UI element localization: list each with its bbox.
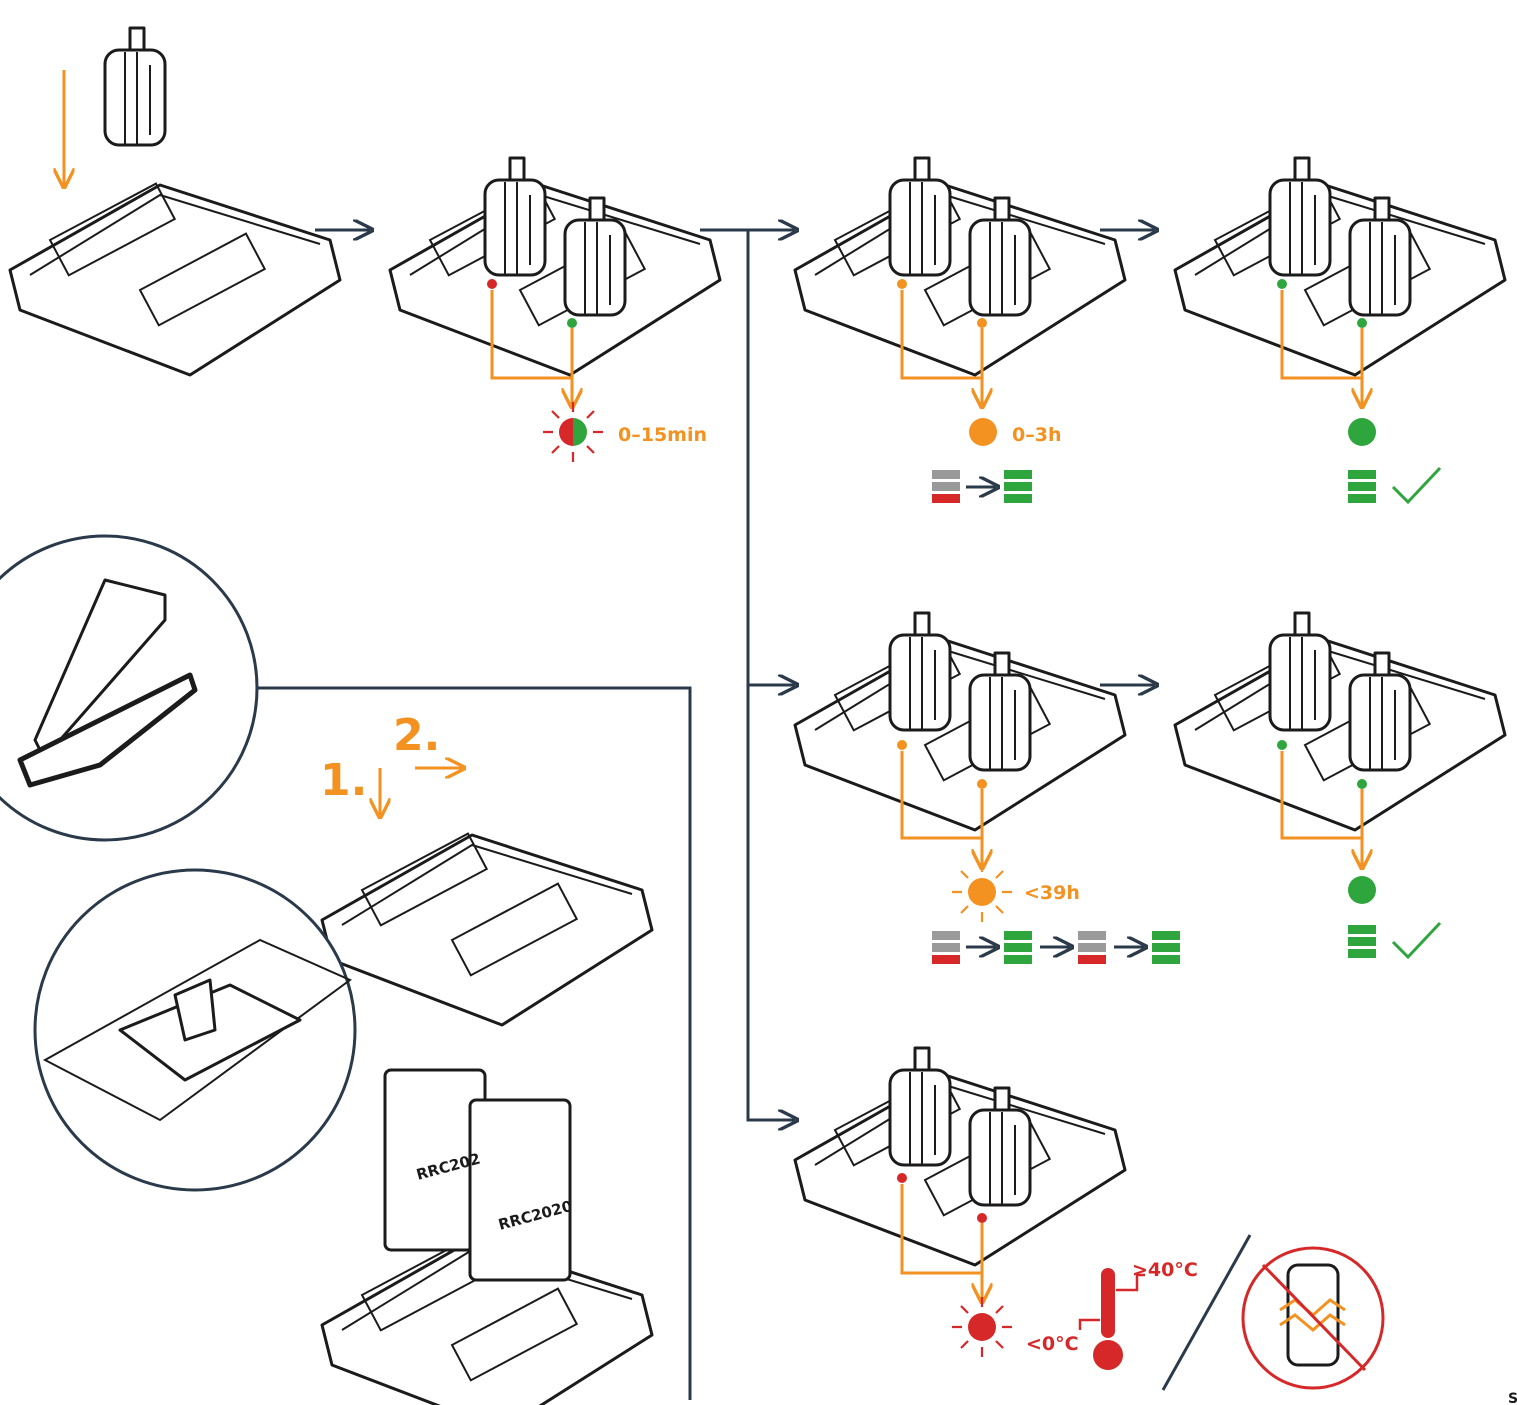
battery-low-icon: [932, 470, 960, 503]
red-green-blinking-led-icon: [541, 400, 605, 464]
charger-long-charging: [795, 613, 1125, 830]
led-right: [567, 318, 577, 328]
check-mark-icon: [1391, 921, 1442, 960]
loose-battery: [103, 26, 167, 147]
charger-charging: [795, 158, 1125, 375]
long-charge-time-label: <39h: [1024, 882, 1080, 904]
orange-led-icon: [969, 418, 997, 446]
zoom-detail-circle: [33, 868, 357, 1192]
charger-with-adapters: [320, 832, 654, 1027]
step-2-label: 2.: [393, 710, 440, 761]
charger-rrc2020: [320, 1068, 654, 1405]
charger-full-2: [1175, 613, 1505, 830]
temp-low-label: <0°C: [1026, 1333, 1079, 1355]
page-edge-letter: S: [1508, 1391, 1517, 1405]
red-blinking-led-icon: [950, 1295, 1014, 1359]
orange-blinking-led-icon: [950, 860, 1014, 924]
charger-full: [1175, 158, 1505, 375]
connector-line: [258, 686, 692, 1400]
battery-full-icon: [1348, 470, 1376, 503]
led-left: [487, 279, 497, 289]
prohibited-damaged-battery-icon: [1241, 1246, 1385, 1390]
empty-charger: [8, 182, 342, 377]
step-1-label: 1.: [320, 755, 367, 806]
battery-full-icon: [1004, 470, 1032, 503]
divider-slash: [1161, 1234, 1252, 1391]
temp-high-label: >40°C: [1132, 1259, 1198, 1281]
charger-error: [795, 1048, 1125, 1265]
charge-time-label: 0–3h: [1012, 424, 1061, 446]
test-time-label: 0–15min: [618, 424, 707, 446]
check-mark-icon: [1391, 466, 1442, 505]
green-led-icon: [1348, 418, 1376, 446]
adapter-detail-circle: [0, 534, 259, 842]
thermometer-icon: [1078, 1268, 1145, 1370]
charger-test-phase: [390, 158, 720, 375]
